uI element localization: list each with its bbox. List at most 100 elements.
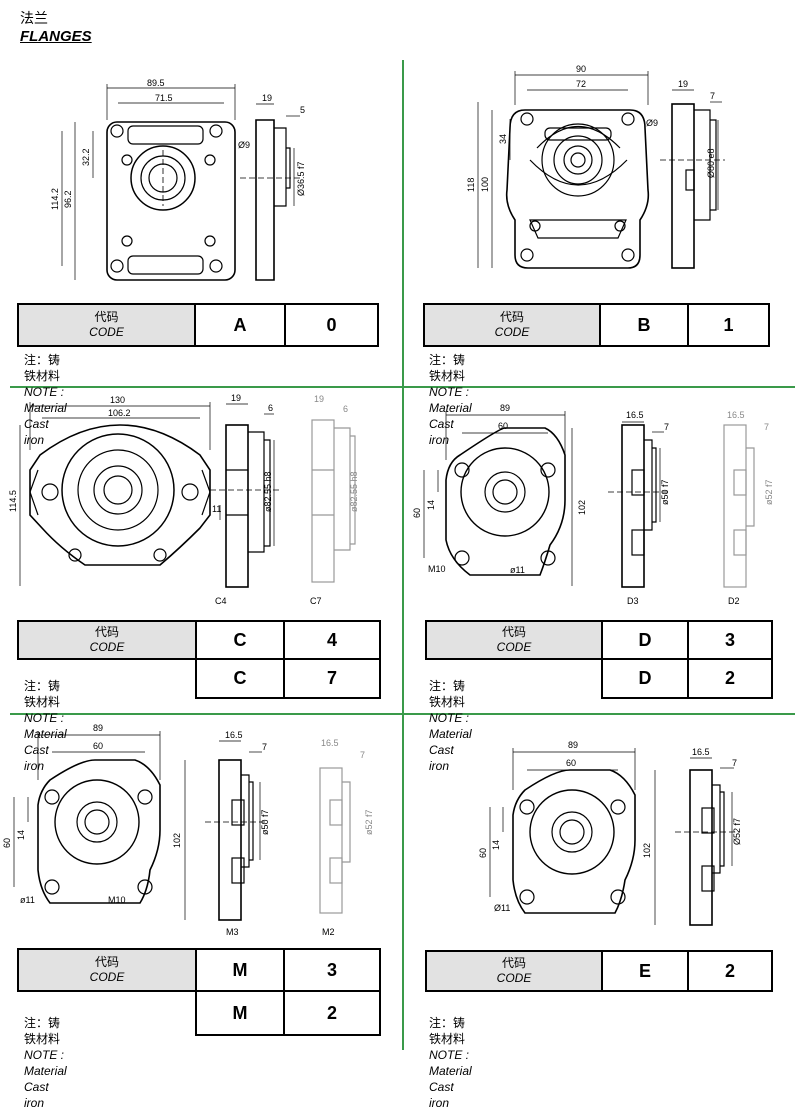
code-letter: M [195, 948, 285, 992]
dim-label: 71.5 [155, 93, 173, 103]
dim-label: Ø9 [238, 140, 250, 150]
dim-label: 11 [212, 504, 221, 514]
code-letter: M [195, 990, 285, 1036]
dim-label: 60 [93, 741, 103, 751]
dim-label: ø82.55 h8 [263, 471, 273, 512]
dim-label: 100 [480, 177, 490, 192]
code-letter: E [601, 950, 689, 992]
dim-label: 72 [576, 79, 586, 89]
dim-label: 7 [664, 422, 669, 432]
dim-label: ø82.55 h8 [349, 471, 359, 512]
dim-label: 7 [732, 758, 737, 768]
code-letter: D [601, 620, 689, 660]
dim-label: 7 [262, 742, 267, 752]
dim-label: 19 [314, 394, 324, 404]
page-title: FLANGES [20, 28, 92, 45]
page-title-chinese: 法兰 [20, 10, 48, 26]
code-letter: C [195, 620, 285, 660]
dim-label: 89 [500, 403, 510, 413]
view-label-d2: D2 [728, 596, 740, 606]
code-number: 2 [283, 990, 381, 1036]
dim-label: 60 [566, 758, 576, 768]
dim-label: Ø36.5 f7 [296, 161, 306, 196]
dim-label: 14 [491, 840, 501, 850]
code-number: 4 [283, 620, 381, 660]
dim-label: M10 [428, 564, 446, 574]
dim-label: 114.2 [50, 188, 60, 210]
dim-label: 96.2 [63, 190, 73, 208]
horizontal-divider-2 [10, 713, 795, 715]
dim-label: 102 [172, 833, 182, 848]
code-number: 2 [687, 950, 773, 992]
vertical-divider [402, 60, 404, 1050]
dim-label: 7 [710, 91, 715, 101]
view-label-c7: C7 [310, 596, 322, 606]
dim-label: 6 [268, 403, 273, 413]
dim-label: 89 [93, 723, 103, 733]
dim-label: 16.5 [321, 738, 339, 748]
flange-b-drawing: 90 72 19 7 Ø9 34 100 118 Ø80 e8 [466, 64, 725, 269]
dim-label: 6 [343, 404, 348, 414]
dim-label: 14 [16, 830, 26, 840]
code-letter: C [195, 658, 285, 699]
code-letter: D [601, 658, 689, 699]
dim-label: 118 [466, 178, 476, 192]
dim-label: 19 [678, 79, 688, 89]
dim-label: 130 [110, 395, 125, 405]
dim-label: 32.2 [81, 148, 91, 166]
code-number: 2 [687, 658, 773, 699]
dim-label: 16.5 [225, 730, 243, 740]
flange-a-drawing: 89.5 71.5 19 5 Ø9 32.2 96.2 114.2 Ø36.5 … [50, 78, 306, 281]
dim-label: 7 [360, 750, 365, 760]
dim-label: ø11 [510, 565, 525, 575]
code-letter: B [599, 303, 689, 347]
dim-label: 60 [412, 508, 422, 518]
dim-label: 16.5 [692, 747, 710, 757]
flange-c-drawing: 130 106.2 19 6 114.5 11 ø82.55 h8 C4 C7 … [8, 393, 359, 606]
dim-label: 102 [577, 500, 587, 515]
dim-label: 60 [478, 848, 488, 858]
dim-label: 89 [568, 740, 578, 750]
code-number: 0 [284, 303, 379, 347]
view-label-m3: M3 [226, 927, 239, 937]
horizontal-divider-1 [10, 386, 795, 388]
dim-label: 106.2 [108, 408, 131, 418]
code-number: 1 [687, 303, 770, 347]
dim-label: ø52 f7 [764, 479, 774, 505]
view-label-c4: C4 [215, 596, 227, 606]
dim-label: 60 [498, 421, 508, 431]
dim-label: 14 [426, 500, 436, 510]
dim-label: Ø80 e8 [706, 148, 716, 178]
dim-label: 19 [262, 93, 272, 103]
dim-label: 102 [642, 843, 652, 858]
view-label-m2: M2 [322, 927, 335, 937]
dim-label: Ø9 [646, 118, 658, 128]
dim-label: 114.5 [8, 490, 18, 512]
dim-label: Ø52 f7 [732, 818, 742, 845]
dim-label: 7 [764, 422, 769, 432]
flange-m-drawing: 89 60 16.5 7 60 14 102 ø11 M10 ø50 f7 M3… [2, 723, 374, 937]
dim-label: Ø11 [494, 903, 510, 913]
dim-label: 90 [576, 64, 586, 74]
code-number: 3 [687, 620, 773, 660]
dim-label: ø50 f7 [660, 479, 670, 505]
dim-label: ø11 [20, 895, 35, 905]
dim-label: 16.5 [626, 410, 644, 420]
dim-label: ø52 f7 [364, 809, 374, 835]
dim-label: M10 [108, 895, 126, 905]
dim-label: 16.5 [727, 410, 745, 420]
dim-label: 34 [498, 134, 508, 144]
code-letter: A [194, 303, 286, 347]
